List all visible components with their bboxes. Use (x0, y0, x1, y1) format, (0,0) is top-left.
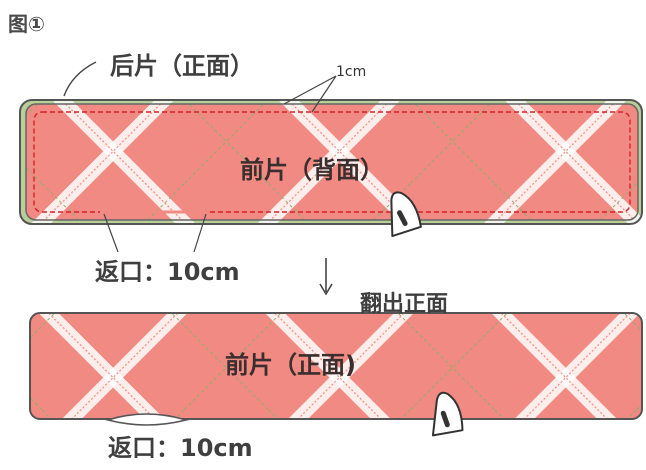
front-piece-wrong-side-label: 前片（背面） (240, 156, 384, 184)
front-piece-right-side (29, 312, 643, 420)
iron-icon (431, 391, 464, 437)
opening-label-bottom: 返口：10cm (108, 434, 253, 462)
opening-leader-right (193, 213, 207, 253)
opening-leader-left (103, 213, 119, 253)
back-label-leader (63, 61, 97, 97)
seam-leader-2 (311, 75, 337, 113)
seam-allowance-label: 1cm (336, 64, 367, 80)
seam-line (33, 111, 631, 213)
opening-label-top: 返口：10cm (95, 258, 240, 286)
seam-leader-1 (283, 75, 337, 105)
down-arrow-icon (319, 258, 333, 296)
figure-label: 图① (8, 12, 45, 36)
front-piece-right-side-label: 前片（正面) (225, 351, 356, 379)
iron-icon (390, 191, 422, 238)
front-piece-wrong-side (25, 103, 639, 221)
turn-out-label: 翻出正面 (360, 292, 449, 317)
opening-gap (105, 413, 190, 426)
back-piece-label: 后片（正面） (110, 52, 254, 80)
